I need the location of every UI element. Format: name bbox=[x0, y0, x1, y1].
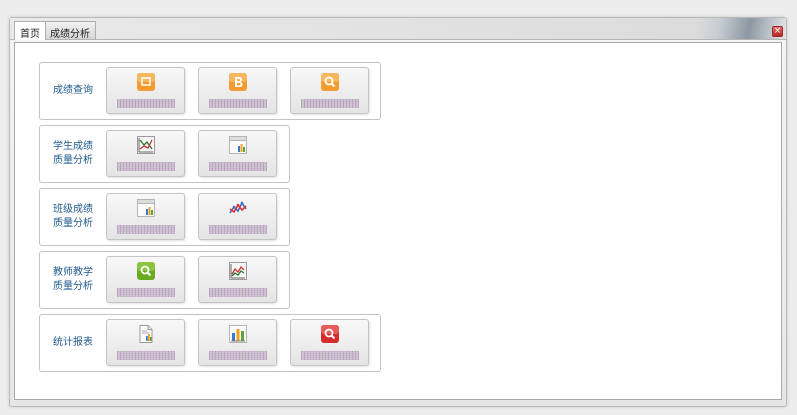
window-icon bbox=[136, 73, 155, 91]
group-label: 教师教学质量分析 bbox=[53, 267, 93, 292]
class-analysis-tile-2[interactable] bbox=[198, 193, 277, 240]
bar-chart-window-icon bbox=[136, 199, 155, 217]
tile-caption bbox=[300, 351, 359, 360]
tile-caption bbox=[116, 99, 175, 108]
reports-tile-3[interactable] bbox=[290, 319, 369, 366]
group-class-score-analysis: 班级成绩质量分析 bbox=[39, 188, 290, 246]
search-icon bbox=[320, 73, 339, 91]
close-icon[interactable]: × bbox=[772, 26, 783, 37]
search-icon bbox=[320, 325, 339, 343]
bar-chart-icon bbox=[228, 325, 247, 343]
trend-line-icon bbox=[228, 201, 247, 214]
letter-b-icon bbox=[228, 73, 247, 91]
group-score-query: 成绩查询 bbox=[39, 62, 381, 120]
tile-caption bbox=[208, 288, 267, 297]
line-chart-icon bbox=[228, 262, 247, 280]
group-label: 班级成绩质量分析 bbox=[53, 204, 93, 229]
tile-caption bbox=[116, 225, 175, 234]
group-label: 成绩查询 bbox=[53, 85, 93, 96]
reports-tile-2[interactable] bbox=[198, 319, 277, 366]
teacher-analysis-tile-2[interactable] bbox=[198, 256, 277, 303]
teacher-analysis-tile-1[interactable] bbox=[106, 256, 185, 303]
class-analysis-tile-1[interactable] bbox=[106, 193, 185, 240]
main-window: 首页 成绩分析 × 成绩查询 学生成绩质量分析 bbox=[9, 17, 787, 407]
tile-caption bbox=[208, 351, 267, 360]
bar-chart-window-icon bbox=[228, 136, 247, 154]
score-query-tile-2[interactable] bbox=[198, 67, 277, 114]
group-label: 学生成绩质量分析 bbox=[53, 141, 93, 166]
tile-caption bbox=[116, 288, 175, 297]
tile-caption bbox=[300, 99, 359, 108]
group-teacher-teaching-analysis: 教师教学质量分析 bbox=[39, 251, 290, 309]
score-query-tile-1[interactable] bbox=[106, 67, 185, 114]
tab-home[interactable]: 首页 bbox=[14, 21, 46, 40]
group-statistical-reports: 统计报表 bbox=[39, 314, 381, 372]
group-label: 统计报表 bbox=[53, 337, 93, 348]
tile-caption bbox=[208, 162, 267, 171]
tile-caption bbox=[116, 162, 175, 171]
search-icon bbox=[136, 262, 155, 280]
group-student-score-analysis: 学生成绩质量分析 bbox=[39, 125, 290, 183]
score-query-tile-3[interactable] bbox=[290, 67, 369, 114]
student-analysis-tile-1[interactable] bbox=[106, 130, 185, 177]
report-document-icon bbox=[139, 325, 152, 343]
tab-bar: 首页 成绩分析 × bbox=[10, 18, 786, 40]
reports-tile-1[interactable] bbox=[106, 319, 185, 366]
tile-caption bbox=[208, 99, 267, 108]
home-content: 成绩查询 学生成绩质量分析 bbox=[14, 42, 782, 400]
tab-score-analysis[interactable]: 成绩分析 bbox=[44, 21, 96, 40]
tile-caption bbox=[116, 351, 175, 360]
student-analysis-tile-2[interactable] bbox=[198, 130, 277, 177]
line-chart-icon bbox=[136, 136, 155, 154]
tile-caption bbox=[208, 225, 267, 234]
